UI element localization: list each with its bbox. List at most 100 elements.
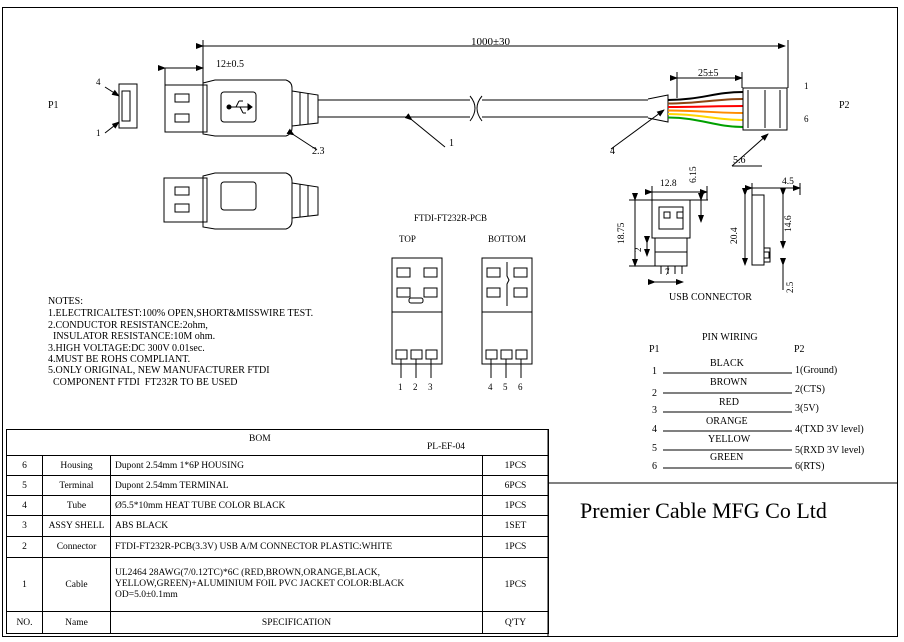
bottom-pin-5: 5 [503, 382, 508, 392]
table-row: 4 Tube Ø5.5*10mm HEAT TUBE COLOR BLACK 1… [6, 495, 549, 516]
top-pin-2: 2 [413, 382, 418, 392]
usb-side-height-label: 14.6 [784, 215, 794, 232]
usb-width-label: 12.8 [660, 179, 677, 189]
table-row: 2 Connector FTDI-FT232R-PCB(3.3V) USB A/… [6, 536, 549, 558]
pin-wiring-p2: P2 [794, 344, 805, 355]
bom-name: Connector [42, 536, 111, 558]
note-line: 3.HIGH VOLTAGE:DC 300V 0.01sec. [48, 343, 205, 354]
usb-small-label: 2 [633, 247, 643, 253]
bom-qty: 1PCS [482, 495, 549, 516]
overall-length-dimension [158, 40, 789, 98]
bom-header-row: NO. Name SPECIFICATION Q'TY [6, 611, 549, 634]
p1-label: P1 [48, 100, 59, 111]
bom-no: 4 [6, 495, 43, 516]
bom-spec: Ø5.5*10mm HEAT TUBE COLOR BLACK [110, 495, 483, 516]
bom-header-no: NO. [6, 611, 43, 634]
table-row: 5 Terminal Dupont 2.54mm TERMINAL 6PCS [6, 475, 549, 496]
p2-pin6-label: 6 [804, 114, 809, 124]
wire-2 [667, 98, 744, 105]
p2-pin1-label: 1 [804, 81, 809, 91]
callout-5-6: 5.6 [733, 155, 746, 166]
bom-name: Terminal [42, 475, 111, 496]
callout-1: 1 [449, 138, 454, 149]
pcb-title: FTDI-FT232R-PCB [414, 213, 488, 223]
top-pin-1: 1 [398, 382, 403, 392]
top-pin-3: 3 [428, 382, 433, 392]
bom-table: BOM PL-EF-04 6 Housing Dupont 2.54mm 1*6… [6, 429, 549, 634]
plug-length-label: 12±0.5 [216, 59, 244, 70]
bom-spec-line: OD=5.0±0.1mm [115, 590, 178, 600]
usb-pitch-label: 7 [665, 267, 670, 277]
usb-bottom-label: 2.5 [785, 281, 795, 293]
wiring-color: ORANGE [706, 416, 748, 427]
bom-no: 3 [6, 515, 43, 537]
pcb-top-label: TOP [399, 234, 416, 244]
bom-header-spec: SPECIFICATION [110, 611, 483, 634]
pcb-bottom-label: BOTTOM [488, 234, 526, 244]
bom-spec-line: YELLOW,GREEN)+ALUMINIUM FOIL PVC JACKET … [115, 579, 405, 589]
bom-qty: 1SET [482, 515, 549, 537]
pin-wiring-title: PIN WIRING [702, 332, 758, 343]
bom-qty: 1PCS [482, 557, 549, 612]
bom-no: 5 [6, 475, 43, 496]
bom-name: ASSY SHELL [42, 515, 111, 537]
note-line: 5.ONLY ORIGINAL, NEW MANUFACTURER FTDI [48, 365, 270, 376]
bom-header-name: Name [42, 611, 111, 634]
bom-spec: Dupont 2.54mm 1*6P HOUSING [110, 455, 483, 476]
usb-connector-front-view [629, 186, 708, 285]
callout-2-3: 2.3 [312, 146, 325, 157]
wire-1 [667, 91, 744, 101]
wiring-p2-pin: 4(TXD 3V level) [795, 424, 864, 435]
bom-spec: ABS BLACK [110, 515, 483, 537]
note-line: 2.CONDUCTOR RESISTANCE:2ohm, [48, 320, 208, 331]
bom-title-row: BOM PL-EF-04 [6, 429, 549, 456]
wiring-p1-pin: 4 [652, 424, 657, 435]
bom-title: BOM [249, 434, 271, 444]
bom-no: 6 [6, 455, 43, 476]
bom-spec-line: UL2464 28AWG(7/0.12TC)*6C (RED,BROWN,ORA… [115, 568, 380, 578]
wiring-p2-pin: 3(5V) [795, 403, 819, 414]
usb-symbol-icon [226, 100, 253, 114]
wiring-color: BLACK [710, 358, 744, 369]
bom-header-qty: Q'TY [482, 611, 549, 634]
bom-no: 2 [6, 536, 43, 558]
connector-end-label: 25±5 [698, 68, 719, 79]
usb-total-height-label: 20.4 [730, 227, 740, 244]
usb-side-label: 6.15 [689, 166, 699, 183]
pin-wiring-lines [663, 372, 792, 469]
wiring-p1-pin: 1 [652, 366, 657, 377]
p1-pin4-label: 4 [96, 77, 101, 87]
wiring-color: RED [719, 397, 739, 408]
wire-3 [667, 105, 744, 108]
p2-label: P2 [839, 100, 850, 111]
wiring-p2-pin: 1(Ground) [795, 365, 838, 376]
wiring-p2-pin: 2(CTS) [795, 384, 825, 395]
usb-height-label: 18.75 [617, 222, 627, 244]
drawing-frame [2, 7, 898, 637]
pin-wiring-p1: P1 [649, 344, 660, 355]
usb-plug-top [164, 79, 648, 151]
bom-name: Cable [42, 557, 111, 612]
callout-4: 4 [610, 146, 615, 157]
usb-plug-side [163, 172, 319, 230]
wire-bundle [667, 91, 744, 128]
notes-title: NOTES: [48, 296, 83, 307]
company-name: Premier Cable MFG Co Ltd [580, 498, 827, 523]
p2-housing [610, 94, 669, 150]
dupont-housing [731, 87, 788, 167]
bom-spec: Dupont 2.54mm TERMINAL [110, 475, 483, 496]
wiring-p2-pin: 6(RTS) [795, 461, 825, 472]
table-row: 3 ASSY SHELL ABS BLACK 1SET [6, 515, 549, 537]
table-row: 1 Cable UL2464 28AWG(7/0.12TC)*6C (RED,B… [6, 557, 549, 612]
pcb-top-view [391, 257, 443, 378]
wiring-p1-pin: 2 [652, 388, 657, 399]
pcb-bottom-view [481, 257, 533, 378]
overall-length-label: 1000±30 [471, 36, 511, 48]
bom-qty: 6PCS [482, 475, 549, 496]
wire-6 [667, 116, 744, 128]
bom-qty: 1PCS [482, 455, 549, 476]
bom-name: Tube [42, 495, 111, 516]
bottom-pin-6: 6 [518, 382, 523, 392]
p1-usb-receptacle [104, 83, 138, 134]
note-line: COMPONENT FTDI FT232R TO BE USED [48, 377, 238, 388]
